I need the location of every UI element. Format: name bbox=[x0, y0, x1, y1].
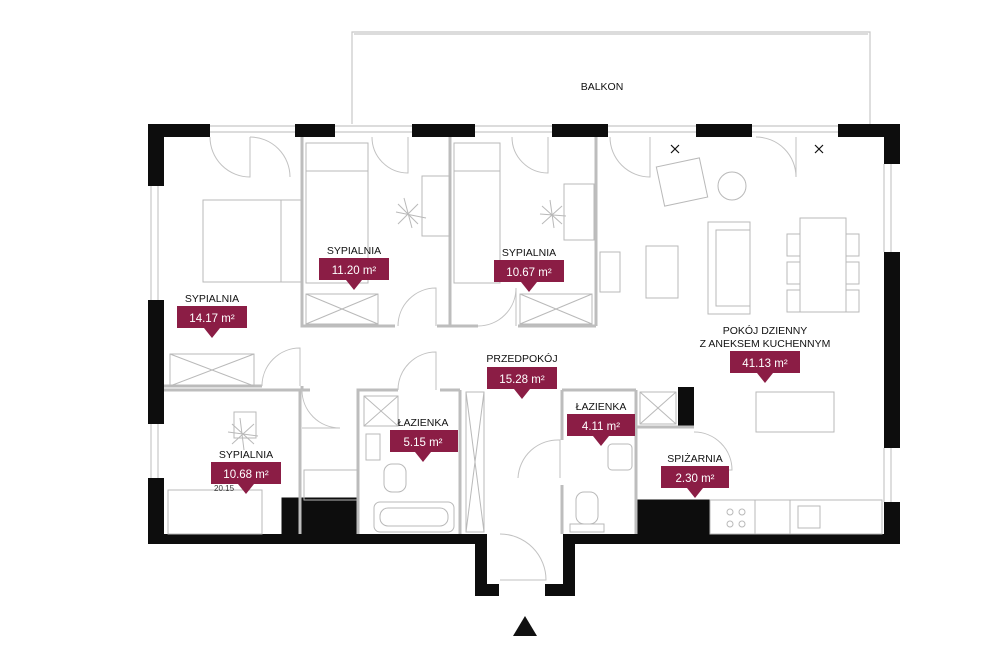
svg-text:SYPIALNIA: SYPIALNIA bbox=[219, 449, 273, 461]
svg-text:4.11 m²: 4.11 m² bbox=[582, 421, 620, 433]
room-label-sypialnia-4: SYPIALNIA 10.68 m² 20.15 bbox=[211, 449, 281, 494]
svg-text:SYPIALNIA: SYPIALNIA bbox=[327, 245, 381, 257]
outer-walls bbox=[148, 124, 900, 596]
windows bbox=[150, 125, 892, 502]
area-badge bbox=[319, 258, 389, 290]
svg-text:11.20 m²: 11.20 m² bbox=[332, 265, 377, 277]
svg-text:ŁAZIENKA: ŁAZIENKA bbox=[576, 401, 627, 413]
room-label-sypialnia-2: SYPIALNIA 11.20 m² bbox=[319, 245, 389, 290]
furniture bbox=[167, 142, 883, 535]
svg-text:ŁAZIENKA: ŁAZIENKA bbox=[398, 417, 449, 429]
room-labels: SYPIALNIA 14.17 m² SYPIALNIA 11.20 m² SY… bbox=[177, 245, 830, 498]
area-badge bbox=[390, 430, 458, 462]
room-label-lazienka-1: ŁAZIENKA 5.15 m² bbox=[390, 417, 458, 462]
area-badge bbox=[211, 462, 281, 494]
room-label-przedpokoj: PRZEDPOKÓJ 15.28 m² bbox=[486, 352, 558, 399]
svg-text:SPIŻARNIA: SPIŻARNIA bbox=[667, 452, 722, 465]
area-badge bbox=[567, 414, 635, 446]
doors bbox=[209, 136, 797, 581]
svg-text:41.13 m²: 41.13 m² bbox=[742, 358, 788, 370]
svg-text:SYPIALNIA: SYPIALNIA bbox=[502, 247, 556, 259]
room-label-lazienka-2: ŁAZIENKA 4.11 m² bbox=[567, 401, 635, 446]
stray-text: 20.15 bbox=[214, 484, 235, 493]
balcony-label: BALKON bbox=[581, 81, 624, 93]
window-markers bbox=[670, 144, 824, 154]
room-label-spizarnia: SPIŻARNIA 2.30 m² bbox=[661, 452, 729, 498]
svg-text:Z ANEKSEM KUCHENNYM: Z ANEKSEM KUCHENNYM bbox=[700, 338, 831, 350]
room-label-pokoj-dzienny: POKÓJ DZIENNY Z ANEKSEM KUCHENNYM 41.13 … bbox=[700, 324, 831, 383]
area-badge bbox=[494, 260, 564, 292]
svg-text:5.15 m²: 5.15 m² bbox=[404, 437, 443, 449]
svg-text:2.30 m²: 2.30 m² bbox=[676, 473, 715, 485]
cross-icon bbox=[670, 144, 680, 154]
entrance-arrow-icon bbox=[513, 616, 537, 636]
svg-text:POKÓJ DZIENNY: POKÓJ DZIENNY bbox=[723, 324, 808, 337]
area-badge bbox=[177, 306, 247, 338]
area-badge bbox=[730, 351, 800, 383]
svg-text:PRZEDPOKÓJ: PRZEDPOKÓJ bbox=[486, 352, 557, 365]
svg-text:10.67 m²: 10.67 m² bbox=[506, 267, 552, 279]
svg-text:14.17 m²: 14.17 m² bbox=[189, 313, 235, 325]
svg-text:15.28 m²: 15.28 m² bbox=[499, 374, 545, 386]
balcony: BALKON bbox=[351, 31, 871, 124]
svg-text:10.68 m²: 10.68 m² bbox=[223, 469, 269, 481]
area-badge bbox=[661, 466, 729, 498]
room-label-sypialnia-3: SYPIALNIA 10.67 m² bbox=[494, 247, 564, 292]
svg-text:SYPIALNIA: SYPIALNIA bbox=[185, 293, 239, 305]
area-badge bbox=[487, 367, 557, 399]
cross-icon bbox=[814, 144, 824, 154]
room-label-sypialnia-1: SYPIALNIA 14.17 m² bbox=[177, 293, 247, 338]
